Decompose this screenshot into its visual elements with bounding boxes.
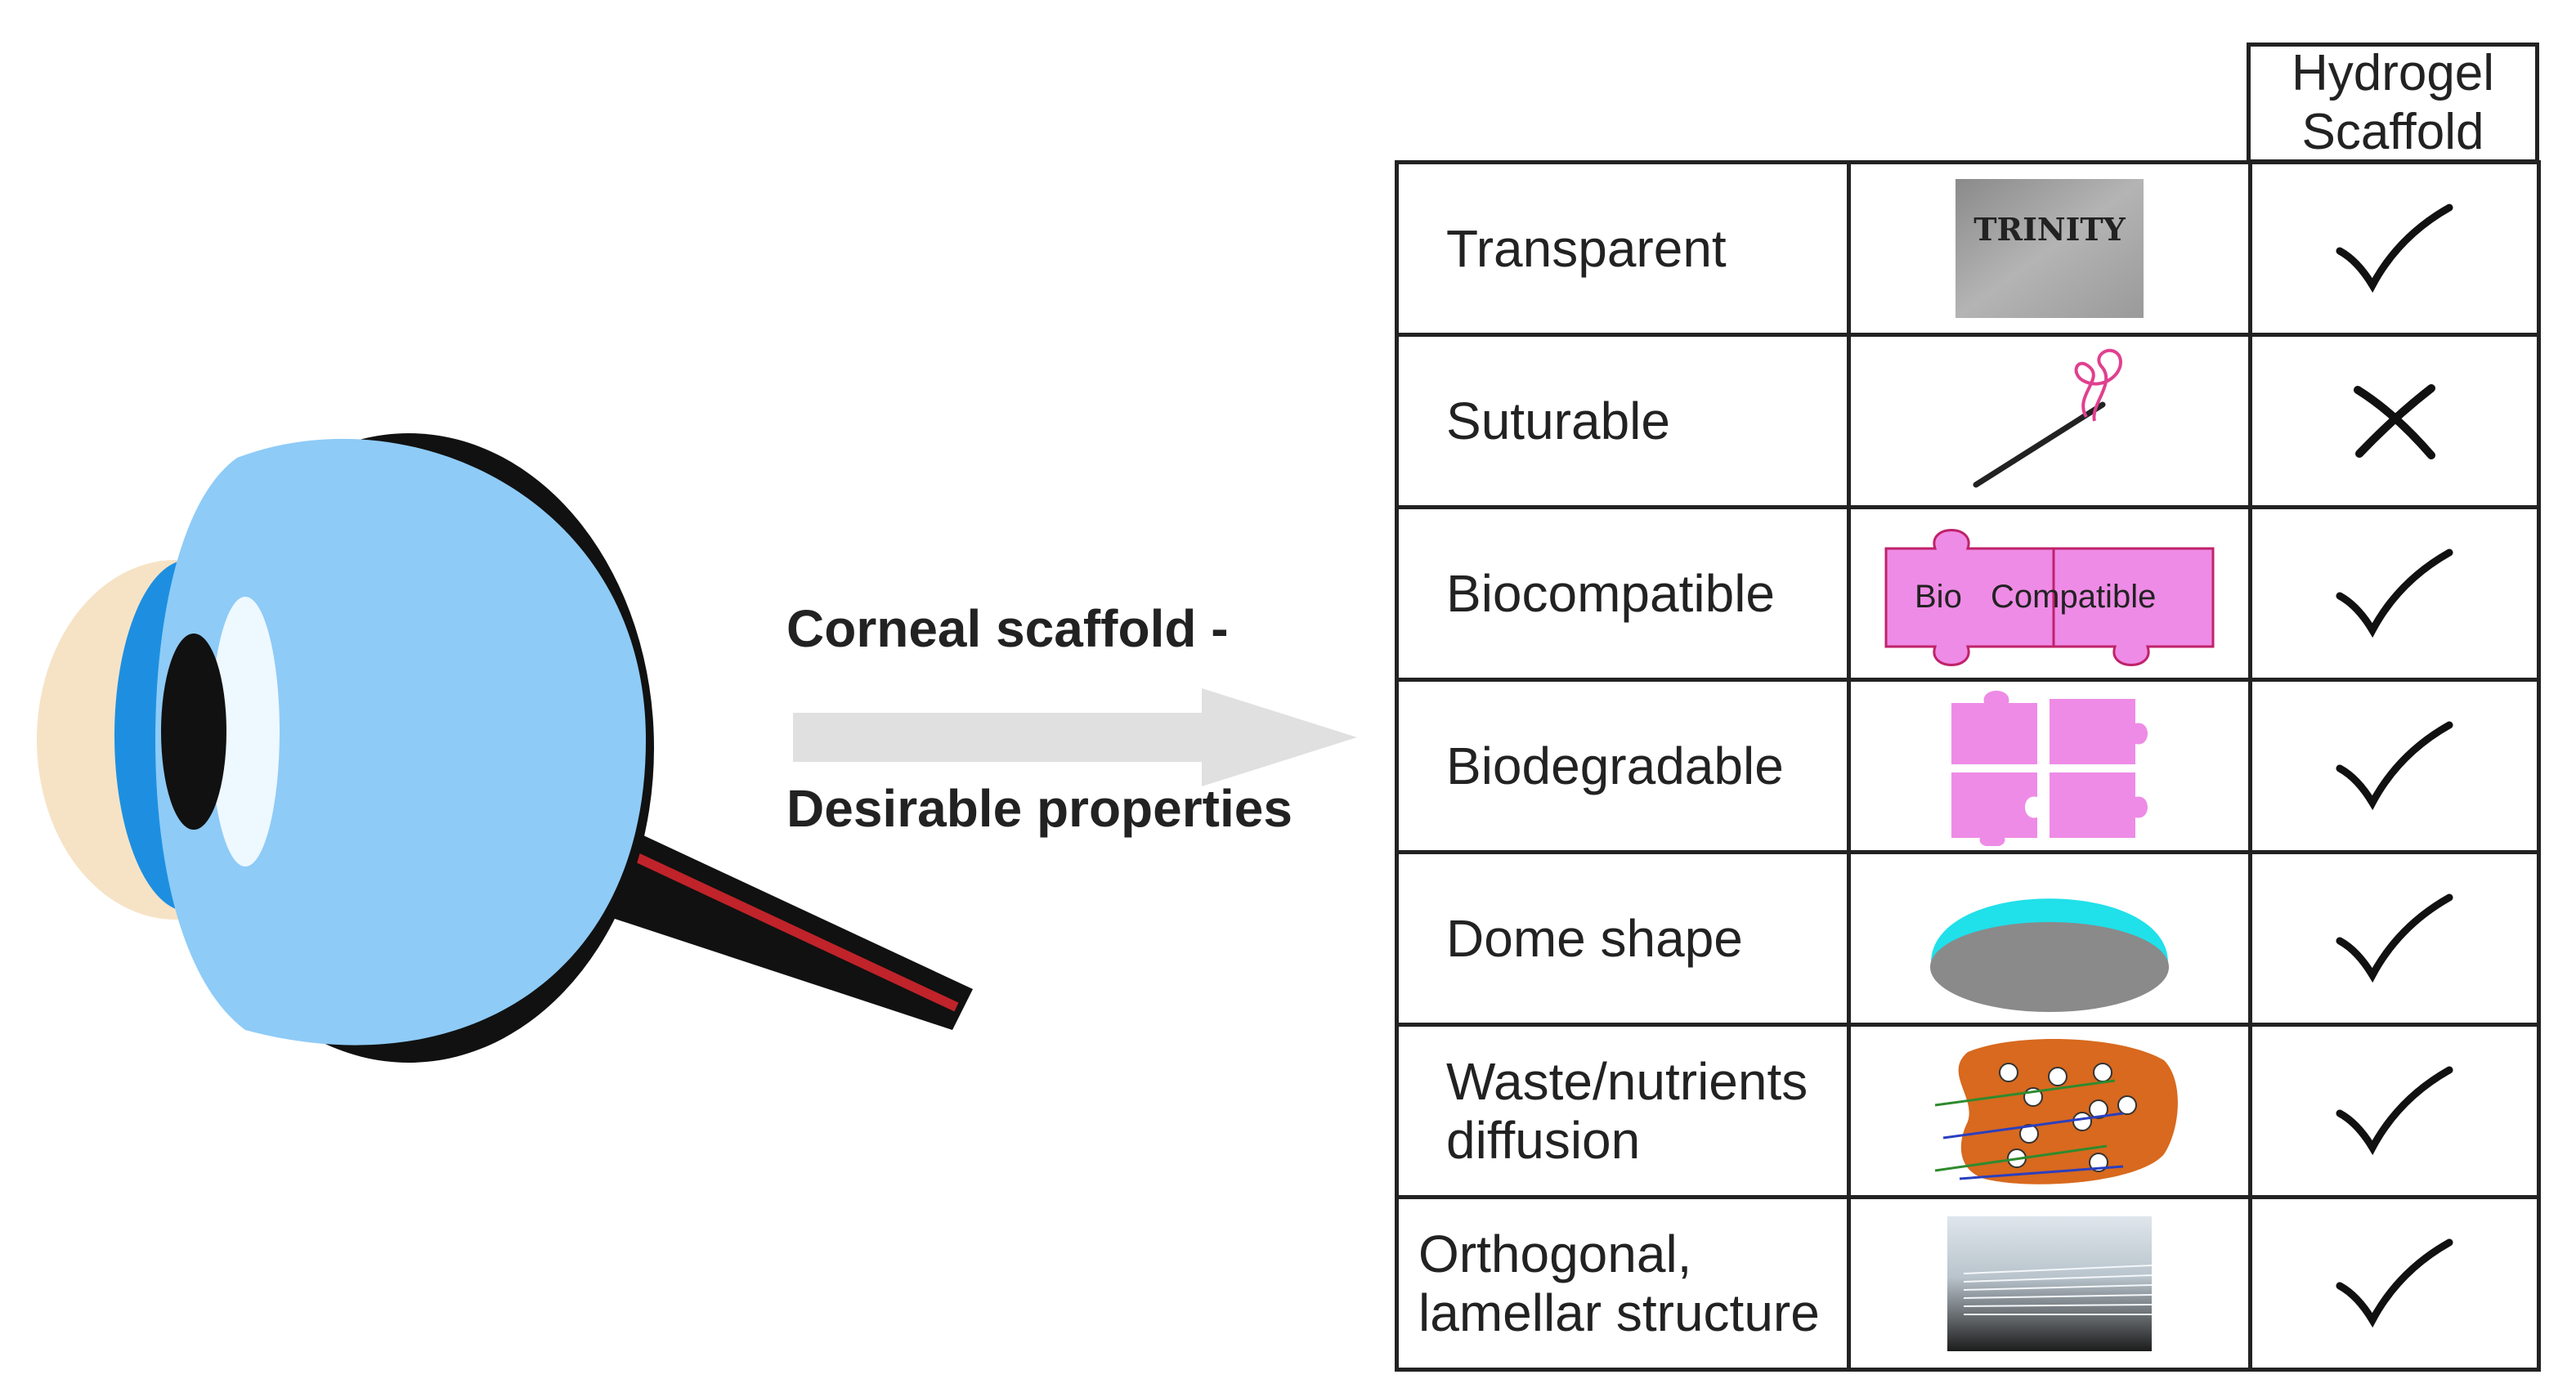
svg-text:Bio: Bio — [1915, 579, 1962, 615]
check-icon — [2336, 549, 2453, 638]
check-icon — [2336, 893, 2453, 983]
property-image — [1846, 333, 2253, 509]
svg-text:TRINITY: TRINITY — [1973, 211, 2126, 248]
needle-and-thread-icon — [1973, 348, 2123, 488]
puzzle-pieces-connected-icon: Bio Compatible — [1884, 529, 2215, 666]
property-image: TRINITY — [1846, 160, 2253, 337]
table-row: Biocompatible Bio Compatible — [1395, 505, 2541, 682]
table-row: Transparent TRINITY — [1395, 160, 2541, 337]
property-label: Orthogonal, lamellar structure — [1395, 1195, 1851, 1372]
property-label: Biocompatible — [1395, 505, 1851, 682]
eyeball — [155, 438, 646, 1046]
check-icon — [2336, 1238, 2453, 1328]
table-row: Orthogonal, lamellar structure — [1395, 1195, 2541, 1372]
check-icon — [2336, 204, 2453, 293]
table-row: Biodegradable — [1395, 678, 2541, 854]
lamellar-stack-photo — [1947, 1216, 2153, 1351]
transparent-sample-photo: TRINITY — [1956, 179, 2144, 318]
check-mark-cell — [2248, 160, 2541, 337]
property-label: Transparent — [1395, 160, 1851, 337]
table-row: Waste/nutrients diffusion — [1395, 1023, 2541, 1199]
caption-desirable-properties: Desirable properties — [786, 779, 1292, 838]
property-image: Bio Compatible — [1846, 505, 2253, 682]
property-label: Dome shape — [1395, 850, 1851, 1027]
check-mark-cell — [2248, 850, 2541, 1027]
property-image — [1846, 850, 2253, 1027]
property-label: Biodegradable — [1395, 678, 1851, 854]
property-label: Waste/nutrients diffusion — [1395, 1023, 1851, 1199]
property-image — [1846, 678, 2253, 854]
column-header-hydrogel-scaffold: Hydrogel Scaffold — [2247, 43, 2539, 163]
properties-table: Transparent TRINITY Suturable — [1395, 160, 2541, 1372]
porous-diffusion-icon — [1934, 1038, 2179, 1184]
svg-text:Compatible: Compatible — [1991, 579, 2156, 615]
arrow-right-icon — [793, 688, 1357, 786]
header-line-2: Scaffold — [2301, 104, 2484, 160]
check-icon — [2336, 1066, 2453, 1156]
cross-icon — [2354, 384, 2436, 459]
property-image — [1846, 1023, 2253, 1199]
table-row: Suturable — [1395, 333, 2541, 509]
property-image — [1846, 1195, 2253, 1372]
check-mark-cell — [2248, 1195, 2541, 1372]
check-mark-cell — [2248, 1023, 2541, 1199]
property-label: Suturable — [1395, 333, 1851, 509]
lens — [211, 597, 280, 866]
pupil — [161, 634, 226, 830]
check-icon — [2336, 721, 2453, 811]
eye-illustration — [37, 433, 973, 1063]
check-mark-cell — [2248, 678, 2541, 854]
caption-corneal-scaffold: Corneal scaffold - — [786, 599, 1229, 658]
optic-nerve-vessel — [619, 845, 959, 1012]
cross-mark-cell — [2248, 333, 2541, 509]
table-row: Dome shape — [1395, 850, 2541, 1027]
puzzle-pieces-fragmented-icon — [1951, 690, 2148, 846]
dome-icon — [1930, 898, 2170, 1012]
check-mark-cell — [2248, 505, 2541, 682]
header-line-1: Hydrogel — [2291, 45, 2495, 101]
